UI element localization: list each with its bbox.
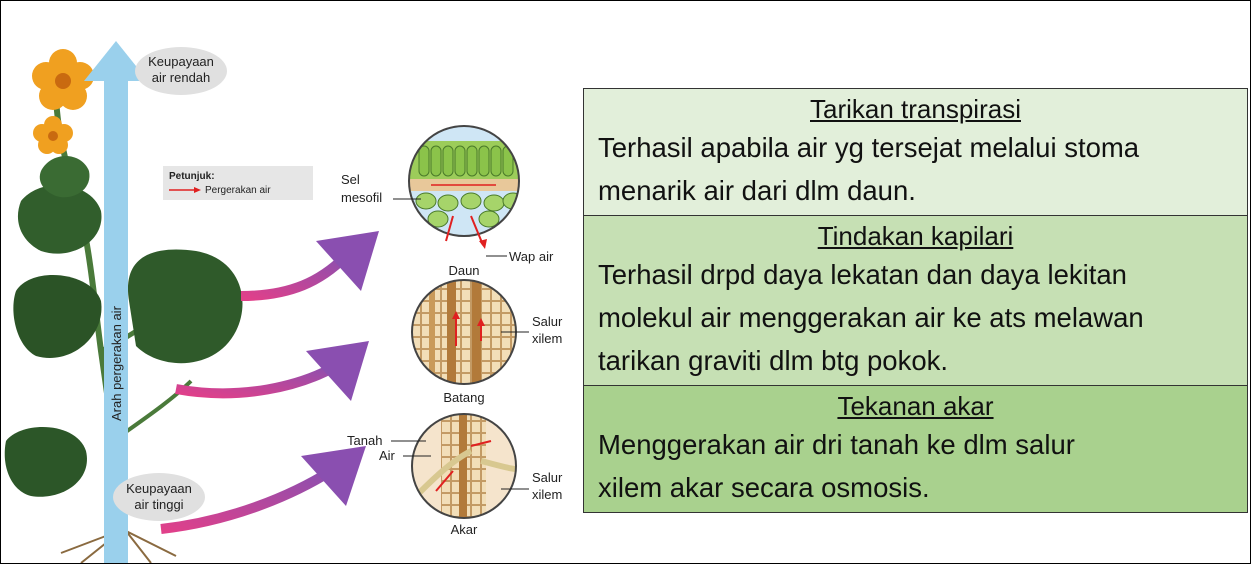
leaf-shape	[128, 249, 243, 363]
svg-text:Petunjuk:: Petunjuk:	[169, 171, 215, 182]
svg-text:Pergerakan air: Pergerakan air	[205, 185, 271, 196]
svg-text:Daun: Daun	[448, 263, 479, 278]
explanation-panel: Tarikan transpirasi Terhasil apabila air…	[583, 88, 1248, 513]
svg-text:air rendah: air rendah	[152, 70, 211, 85]
svg-text:Akar: Akar	[451, 522, 478, 537]
box-line: tarikan graviti dlm btg pokok.	[598, 339, 1233, 382]
box-text: Terhasil drpd daya lekatan dan daya leki…	[598, 253, 1233, 385]
leaf-shape	[13, 275, 101, 358]
arrow-label: Arah pergerakan air	[109, 305, 124, 421]
svg-text:Batang: Batang	[443, 390, 484, 405]
box-title: Tarikan transpirasi	[598, 89, 1233, 126]
box-line: Terhasil apabila air yg tersejat melalui…	[598, 126, 1233, 169]
box-root-pressure: Tekanan akar Menggerakan air dri tanah k…	[583, 386, 1248, 513]
svg-text:xilem: xilem	[532, 487, 562, 502]
low-water-potential-label: Keupayaan air rendah	[135, 47, 227, 95]
box-line: molekul air menggerakan air ke ats melaw…	[598, 296, 1233, 339]
high-water-potential-label: Keupayaan air tinggi	[113, 473, 205, 521]
leaf-shape	[5, 427, 87, 497]
svg-text:Sel: Sel	[341, 172, 360, 187]
curved-arrow-leaf	[241, 256, 346, 296]
svg-text:Air: Air	[379, 448, 396, 463]
svg-text:mesofil: mesofil	[341, 190, 382, 205]
svg-text:Keupayaan: Keupayaan	[148, 54, 214, 69]
curved-arrow-stem	[176, 366, 336, 393]
svg-text:Keupayaan: Keupayaan	[126, 481, 192, 496]
box-title: Tekanan akar	[598, 386, 1233, 423]
svg-text:Tanah: Tanah	[347, 433, 382, 448]
stem-cross-section: Salur xilem Batang	[406, 276, 563, 405]
leaf-cross-section: Sel mesofil Wap air Daun	[341, 126, 554, 278]
box-capillary-action: Tindakan kapilari Terhasil drpd daya lek…	[583, 216, 1248, 386]
svg-text:Salur: Salur	[532, 314, 563, 329]
leaf-shape	[40, 156, 90, 197]
root-cross-section: Tanah Air Salur xilem Akar	[347, 411, 563, 537]
flower	[32, 49, 94, 110]
legend: Petunjuk: Pergerakan air	[163, 166, 313, 200]
svg-text:Wap air: Wap air	[509, 249, 554, 264]
svg-text:Salur: Salur	[532, 470, 563, 485]
box-line: Terhasil drpd daya lekatan dan daya leki…	[598, 253, 1233, 296]
box-line: Menggerakan air dri tanah ke dlm salur	[598, 423, 1233, 466]
box-text: Terhasil apabila air yg tersejat melalui…	[598, 126, 1233, 215]
box-line: menarik air dari dlm daun.	[598, 169, 1233, 212]
flower	[33, 116, 73, 154]
box-transpiration-pull: Tarikan transpirasi Terhasil apabila air…	[583, 88, 1248, 216]
svg-text:air tinggi: air tinggi	[134, 497, 183, 512]
svg-text:xilem: xilem	[532, 331, 562, 346]
box-title: Tindakan kapilari	[598, 216, 1233, 253]
box-line: xilem akar secara osmosis.	[598, 466, 1233, 509]
box-text: Menggerakan air dri tanah ke dlm salur x…	[598, 423, 1233, 512]
